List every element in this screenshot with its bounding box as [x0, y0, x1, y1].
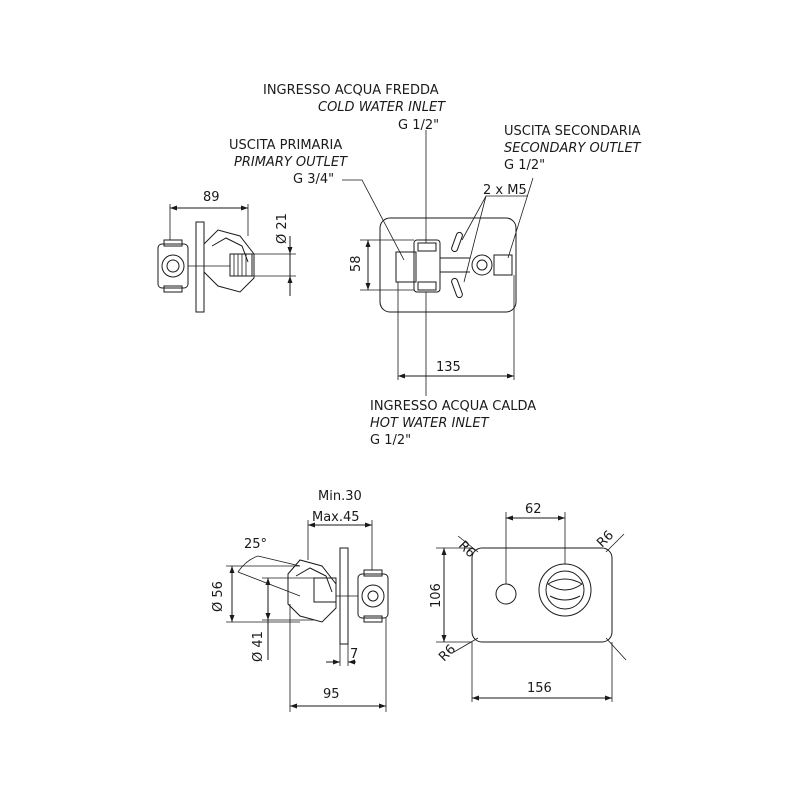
dim-106: 106: [429, 583, 444, 608]
label-primary-g: G 3/4": [293, 172, 334, 187]
valve-port-inner-2: [367, 590, 379, 602]
label-primary-en: PRIMARY OUTLET: [234, 155, 348, 170]
trim-edge-2: [295, 567, 333, 593]
dim-d41: Ø 41: [251, 631, 266, 662]
spindle-2: [313, 577, 337, 603]
diverter-knob: [495, 583, 517, 605]
label-cold-en: COLD WATER INLET: [318, 100, 446, 115]
label-cold-it: INGRESSO ACQUA FREDDA: [263, 83, 439, 98]
spindle: [229, 253, 253, 277]
primary-nut: [395, 251, 417, 283]
dim-r6-top-left: R6: [455, 538, 478, 561]
dim-89: 89: [203, 190, 220, 205]
label-hot-en: HOT WATER INLET: [370, 416, 490, 431]
leader-secondary: [507, 177, 534, 259]
secondary-port: [471, 254, 493, 276]
side-view-top: 89 Ø 21: [157, 190, 296, 313]
screw-slot-bottom: [451, 277, 463, 299]
dim-7: 7: [350, 647, 358, 662]
dim-95: 95: [323, 687, 340, 702]
dim-r6-bottom-left: R6: [436, 642, 459, 665]
dim-62: 62: [525, 502, 542, 517]
valve-port: [161, 254, 185, 278]
cold-nut: [417, 242, 437, 252]
dim-135: 135: [436, 360, 461, 375]
mixer-lever: [547, 578, 583, 591]
dim-156: 156: [527, 681, 552, 696]
valve-nut-top: [163, 239, 183, 247]
screw-slot-top: [451, 231, 463, 253]
label-secondary-g: G 1/2": [504, 158, 545, 173]
front-view-top: 58 135: [342, 130, 534, 396]
valve-port-2: [361, 584, 385, 608]
dim-angle: 25°: [244, 537, 267, 552]
label-hot-g: G 1/2": [370, 433, 411, 448]
dim-58: 58: [349, 255, 364, 272]
mixer-handle-inner: [545, 570, 585, 610]
secondary-nut: [493, 254, 513, 276]
label-secondary-it: USCITA SECONDARIA: [504, 124, 641, 139]
backplate: [379, 217, 517, 313]
dim-min: Min.30: [318, 489, 362, 504]
label-hot-it: INGRESSO ACQUA CALDA: [370, 399, 536, 414]
side-view-bottom: Min.30 Max.45 25° Ø 56 Ø 41 7 9: [211, 489, 389, 712]
label-screws: 2 x M5: [483, 183, 527, 198]
wall-plate: [195, 221, 205, 313]
valve-nut-bottom: [163, 285, 183, 293]
label-cold-g: G 1/2": [398, 118, 439, 133]
dim-max: Max.45: [312, 510, 360, 525]
trim-body-2: [287, 559, 337, 623]
central-body: [413, 239, 441, 293]
valve-port-inner: [166, 259, 180, 273]
dim-r6-top-right: R6: [594, 528, 617, 551]
hot-nut: [417, 281, 437, 291]
leader-primary: [342, 179, 405, 261]
label-primary-it: USCITA PRIMARIA: [229, 138, 342, 153]
secondary-port-inner: [476, 259, 488, 271]
label-secondary-en: SECONDARY OUTLET: [504, 141, 642, 156]
dim-d56: Ø 56: [211, 581, 226, 612]
front-view-bottom: 62 106 156 R6 R6 R6: [429, 502, 627, 702]
dim-d21: Ø 21: [275, 213, 290, 244]
cover-plate: [471, 547, 613, 643]
trim-body: [203, 229, 255, 293]
